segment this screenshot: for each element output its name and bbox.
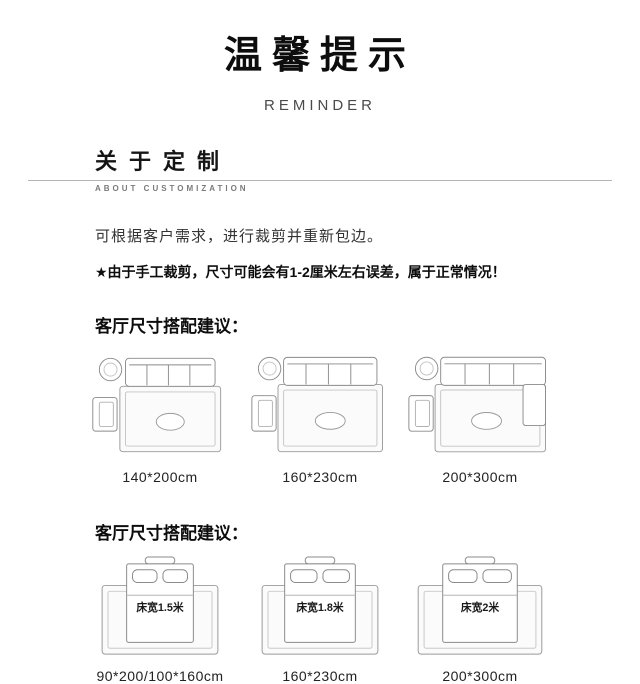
size-caption: 160*230cm: [282, 469, 358, 485]
coffee-table-shape: [155, 412, 185, 431]
living-room-diagram-3: [408, 356, 546, 453]
bench-shape: [304, 556, 336, 565]
pillow-shape: [162, 569, 188, 583]
bedroom-figure-1: 床宽1.5米 90*200/100*160cm: [84, 556, 236, 684]
bedroom-figure-3: 床宽2米 200*300cm: [404, 556, 556, 684]
bedroom-diagram-1: 床宽1.5米: [101, 556, 219, 655]
page-subtitle: REMINDER: [263, 97, 376, 114]
pillow-shape: [290, 569, 318, 583]
living-room-heading: 客厅尺寸搭配建议：: [95, 317, 248, 336]
chaise-shape: [522, 383, 546, 427]
side-table-shape: [257, 356, 282, 381]
pillow-shape: [132, 569, 158, 583]
living-room-diagram-1: [92, 357, 222, 453]
pillow-shape: [322, 569, 350, 583]
side-table-shape: [414, 356, 439, 381]
pillow-shape: [448, 569, 478, 583]
pillow-shape: [482, 569, 512, 583]
reminder-page: 温馨提示 REMINDER 关于定制 ABOUT CUSTOMIZATION 可…: [28, 35, 612, 684]
bed-width-label: 床宽2米: [461, 601, 500, 614]
bedroom-figure-2: 床宽1.8米 160*230cm: [244, 556, 396, 684]
sofa-shape: [440, 356, 546, 386]
living-room-figure-1: 140*200cm: [84, 349, 236, 485]
sofa-shape: [283, 356, 378, 386]
size-caption: 90*200/100*160cm: [96, 668, 224, 684]
customization-note: 可根据客户需求，进行裁剪并重新包边。: [95, 228, 384, 245]
sofa-shape: [124, 357, 216, 387]
bench-shape: [464, 556, 496, 565]
bed-width-label: 床宽1.5米: [136, 601, 184, 614]
section-subtitle: ABOUT CUSTOMIZATION: [95, 184, 249, 193]
bedroom-diagram-2: 床宽1.8米: [261, 556, 379, 655]
side-table-shape: [98, 357, 123, 382]
tolerance-note: ★由于手工裁剪，尺寸可能会有1-2厘米左右误差，属于正常情况！: [95, 264, 506, 280]
size-caption: 140*200cm: [122, 469, 198, 485]
coffee-table-shape: [471, 412, 502, 430]
living-room-diagram-2: [251, 356, 383, 453]
about-customization-section: 关于定制: [95, 144, 612, 176]
bedroom-heading: 客厅尺寸搭配建议：: [95, 524, 248, 543]
section-title: 关于定制: [95, 149, 232, 174]
divider-line: [28, 180, 612, 181]
page-title: 温馨提示: [223, 35, 416, 77]
living-room-figure-2: 160*230cm: [244, 349, 396, 485]
size-caption: 200*300cm: [442, 469, 518, 485]
living-room-figure-3: 200*300cm: [404, 349, 556, 485]
bedroom-figures: 床宽1.5米 90*200/100*160cm 床宽1.8米 160*230cm: [84, 556, 556, 684]
coffee-table-shape: [314, 412, 346, 430]
living-room-figures: 140*200cm 160*230cm: [84, 349, 556, 485]
bedroom-diagram-3: 床宽2米: [417, 556, 543, 655]
bed-width-label: 床宽1.8米: [296, 601, 344, 614]
bench-shape: [144, 556, 176, 565]
armchair-shape: [251, 395, 277, 432]
size-caption: 160*230cm: [282, 668, 358, 684]
size-caption: 200*300cm: [442, 668, 518, 684]
